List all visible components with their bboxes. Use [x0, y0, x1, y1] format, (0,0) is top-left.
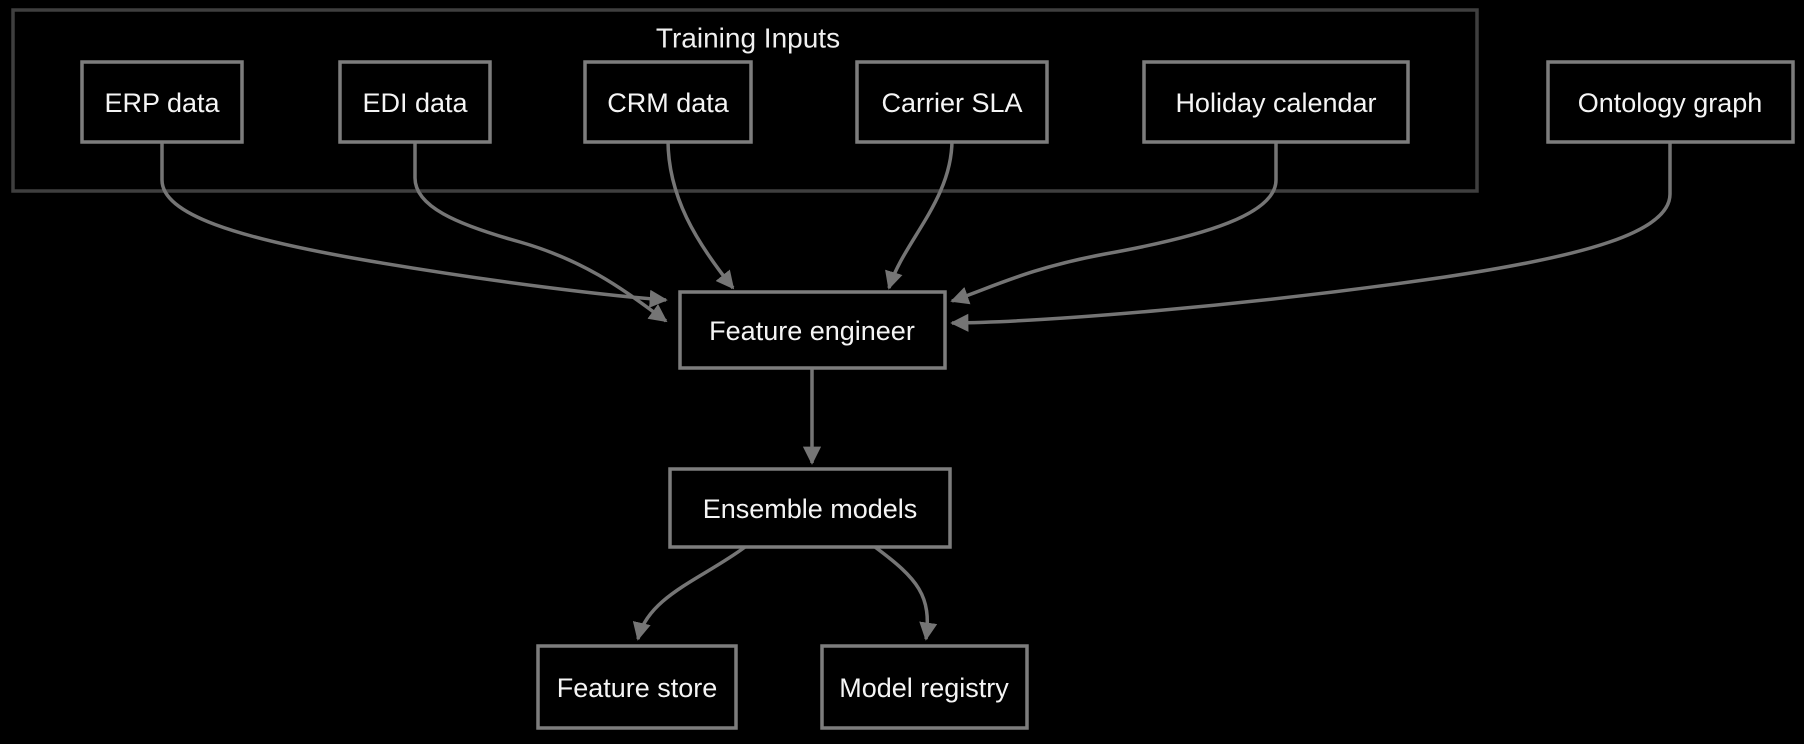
- node-model-registry-box: [820, 644, 1029, 730]
- node-feature-store-box: [536, 644, 738, 730]
- node-ontology-graph: Ontology graph: [1546, 60, 1795, 144]
- node-crm-data-box: [583, 60, 753, 144]
- edges-group: [160, 139, 1672, 641]
- node-ensemble-models-box: [668, 467, 952, 549]
- node-edi-data-box: [338, 60, 492, 144]
- edge-edi-to-feature-engineer: [413, 142, 668, 323]
- node-ensemble-models-label: Ensemble models: [703, 494, 918, 524]
- edge-erp-to-feature-engineer: [160, 142, 668, 308]
- node-feature-engineer-box: [678, 290, 947, 370]
- node-feature-engineer-label: Feature engineer: [709, 316, 915, 346]
- node-erp-data-label: ERP data: [104, 88, 220, 118]
- node-erp-data: ERP data: [80, 60, 244, 144]
- edge-ensemble-models-to-feature-store: [632, 545, 747, 641]
- edge-crm-to-feature-engineer: [666, 139, 735, 290]
- node-carrier-sla: Carrier SLA: [855, 60, 1049, 144]
- node-holiday-calendar: Holiday calendar: [1142, 60, 1410, 144]
- node-feature-store: Feature store: [536, 644, 738, 730]
- node-feature-store-label: Feature store: [557, 673, 718, 703]
- edge-carrier-sla-to-feature-engineer: [885, 139, 954, 290]
- node-edi-data: EDI data: [338, 60, 492, 144]
- node-holiday-calendar-box: [1142, 60, 1410, 144]
- node-edi-data-label: EDI data: [362, 88, 468, 118]
- node-ensemble-models: Ensemble models: [668, 467, 952, 549]
- node-holiday-calendar-label: Holiday calendar: [1175, 88, 1376, 118]
- edge-ontology-graph-to-feature-engineer: [950, 142, 1672, 332]
- node-feature-engineer: Feature engineer: [678, 290, 947, 370]
- cluster-label: Training Inputs: [656, 23, 840, 54]
- edge-ensemble-models-to-model-registry: [873, 545, 938, 641]
- node-crm-data: CRM data: [583, 60, 753, 144]
- node-carrier-sla-label: Carrier SLA: [881, 88, 1022, 118]
- node-ontology-graph-label: Ontology graph: [1578, 88, 1763, 118]
- node-erp-data-box: [80, 60, 244, 144]
- edge-holiday-calendar-to-feature-engineer: [950, 141, 1278, 305]
- node-crm-data-label: CRM data: [607, 88, 730, 118]
- node-model-registry: Model registry: [820, 644, 1029, 730]
- node-ontology-graph-box: [1546, 60, 1795, 144]
- node-carrier-sla-box: [855, 60, 1049, 144]
- node-model-registry-label: Model registry: [839, 673, 1009, 703]
